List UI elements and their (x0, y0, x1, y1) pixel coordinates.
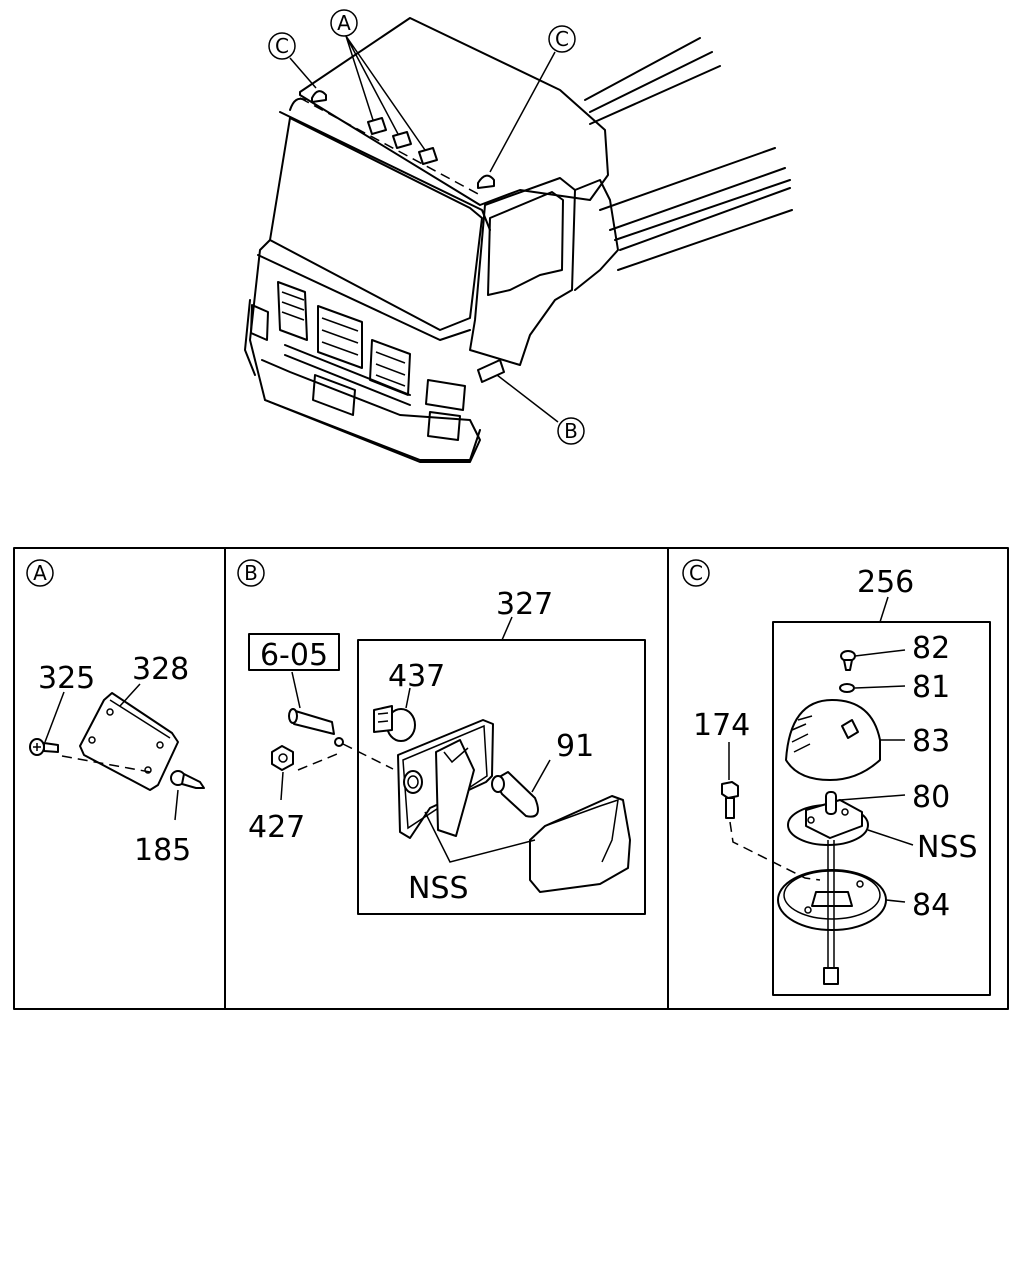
part-label-327: 327 (496, 587, 553, 622)
washer-81-drawing (839, 683, 906, 693)
socket-drawing (373, 687, 416, 742)
base-plate-84-drawing (777, 869, 906, 931)
svg-text:B: B (564, 419, 578, 443)
svg-text:C: C (689, 561, 703, 585)
part-label-185: 185 (134, 833, 191, 868)
marker-plate-drawing (79, 692, 179, 791)
truck-cab-illustration (244, 17, 793, 463)
panel-b: B 6-05 (237, 559, 646, 915)
panel-c: C (682, 559, 991, 996)
panel-b-callout: B (237, 559, 265, 587)
screw-drawing (29, 738, 59, 756)
svg-text:A: A (33, 561, 47, 585)
screw-82-drawing (840, 649, 906, 671)
svg-text:C: C (275, 34, 289, 58)
svg-text:A: A (337, 11, 351, 35)
bolt-174-drawing (721, 742, 821, 881)
part-label-nss-c: NSS (917, 830, 978, 865)
harness-drawing (288, 671, 394, 770)
svg-text:B: B (244, 561, 258, 585)
part-label-84: 84 (912, 888, 950, 923)
callout-b-side: B (557, 417, 585, 445)
panel-a-callout: A (26, 559, 54, 587)
part-label-91: 91 (556, 729, 594, 764)
detail-panels-frame (13, 547, 1009, 1010)
dome-lens-83-drawing (785, 699, 905, 781)
part-label-437: 437 (388, 659, 445, 694)
lamp-housing-drawing (397, 719, 494, 839)
panel-c-callout: C (682, 559, 710, 587)
part-label-nss-b: NSS (408, 871, 469, 906)
part-label-82: 82 (912, 631, 950, 666)
assembly-box-256 (772, 621, 991, 996)
lens-drawing (529, 795, 631, 893)
callout-c-top-right: C (548, 25, 576, 53)
svg-text:6-05: 6-05 (260, 638, 328, 673)
svg-text:C: C (555, 27, 569, 51)
nut-drawing (271, 745, 343, 801)
socket-base-80-drawing (787, 791, 914, 846)
part-label-83: 83 (912, 724, 950, 759)
callout-a-top: A (330, 9, 358, 37)
part-label-328: 328 (132, 652, 189, 687)
wire-connector-drawing (823, 840, 839, 985)
part-label-256: 256 (857, 565, 914, 600)
clip-drawing (170, 770, 205, 789)
part-label-325: 325 (38, 661, 95, 696)
part-label-174: 174 (693, 708, 750, 743)
part-label-427: 427 (248, 810, 305, 845)
part-label-80: 80 (912, 780, 950, 815)
bulb-drawing (491, 759, 551, 818)
part-label-81: 81 (912, 670, 950, 705)
assembly-box-327 (357, 639, 646, 915)
panel-a: A 325 328 185 (26, 559, 205, 868)
reference-box-6-05: 6-05 (248, 633, 340, 673)
callout-c-top-left: C (268, 32, 296, 60)
